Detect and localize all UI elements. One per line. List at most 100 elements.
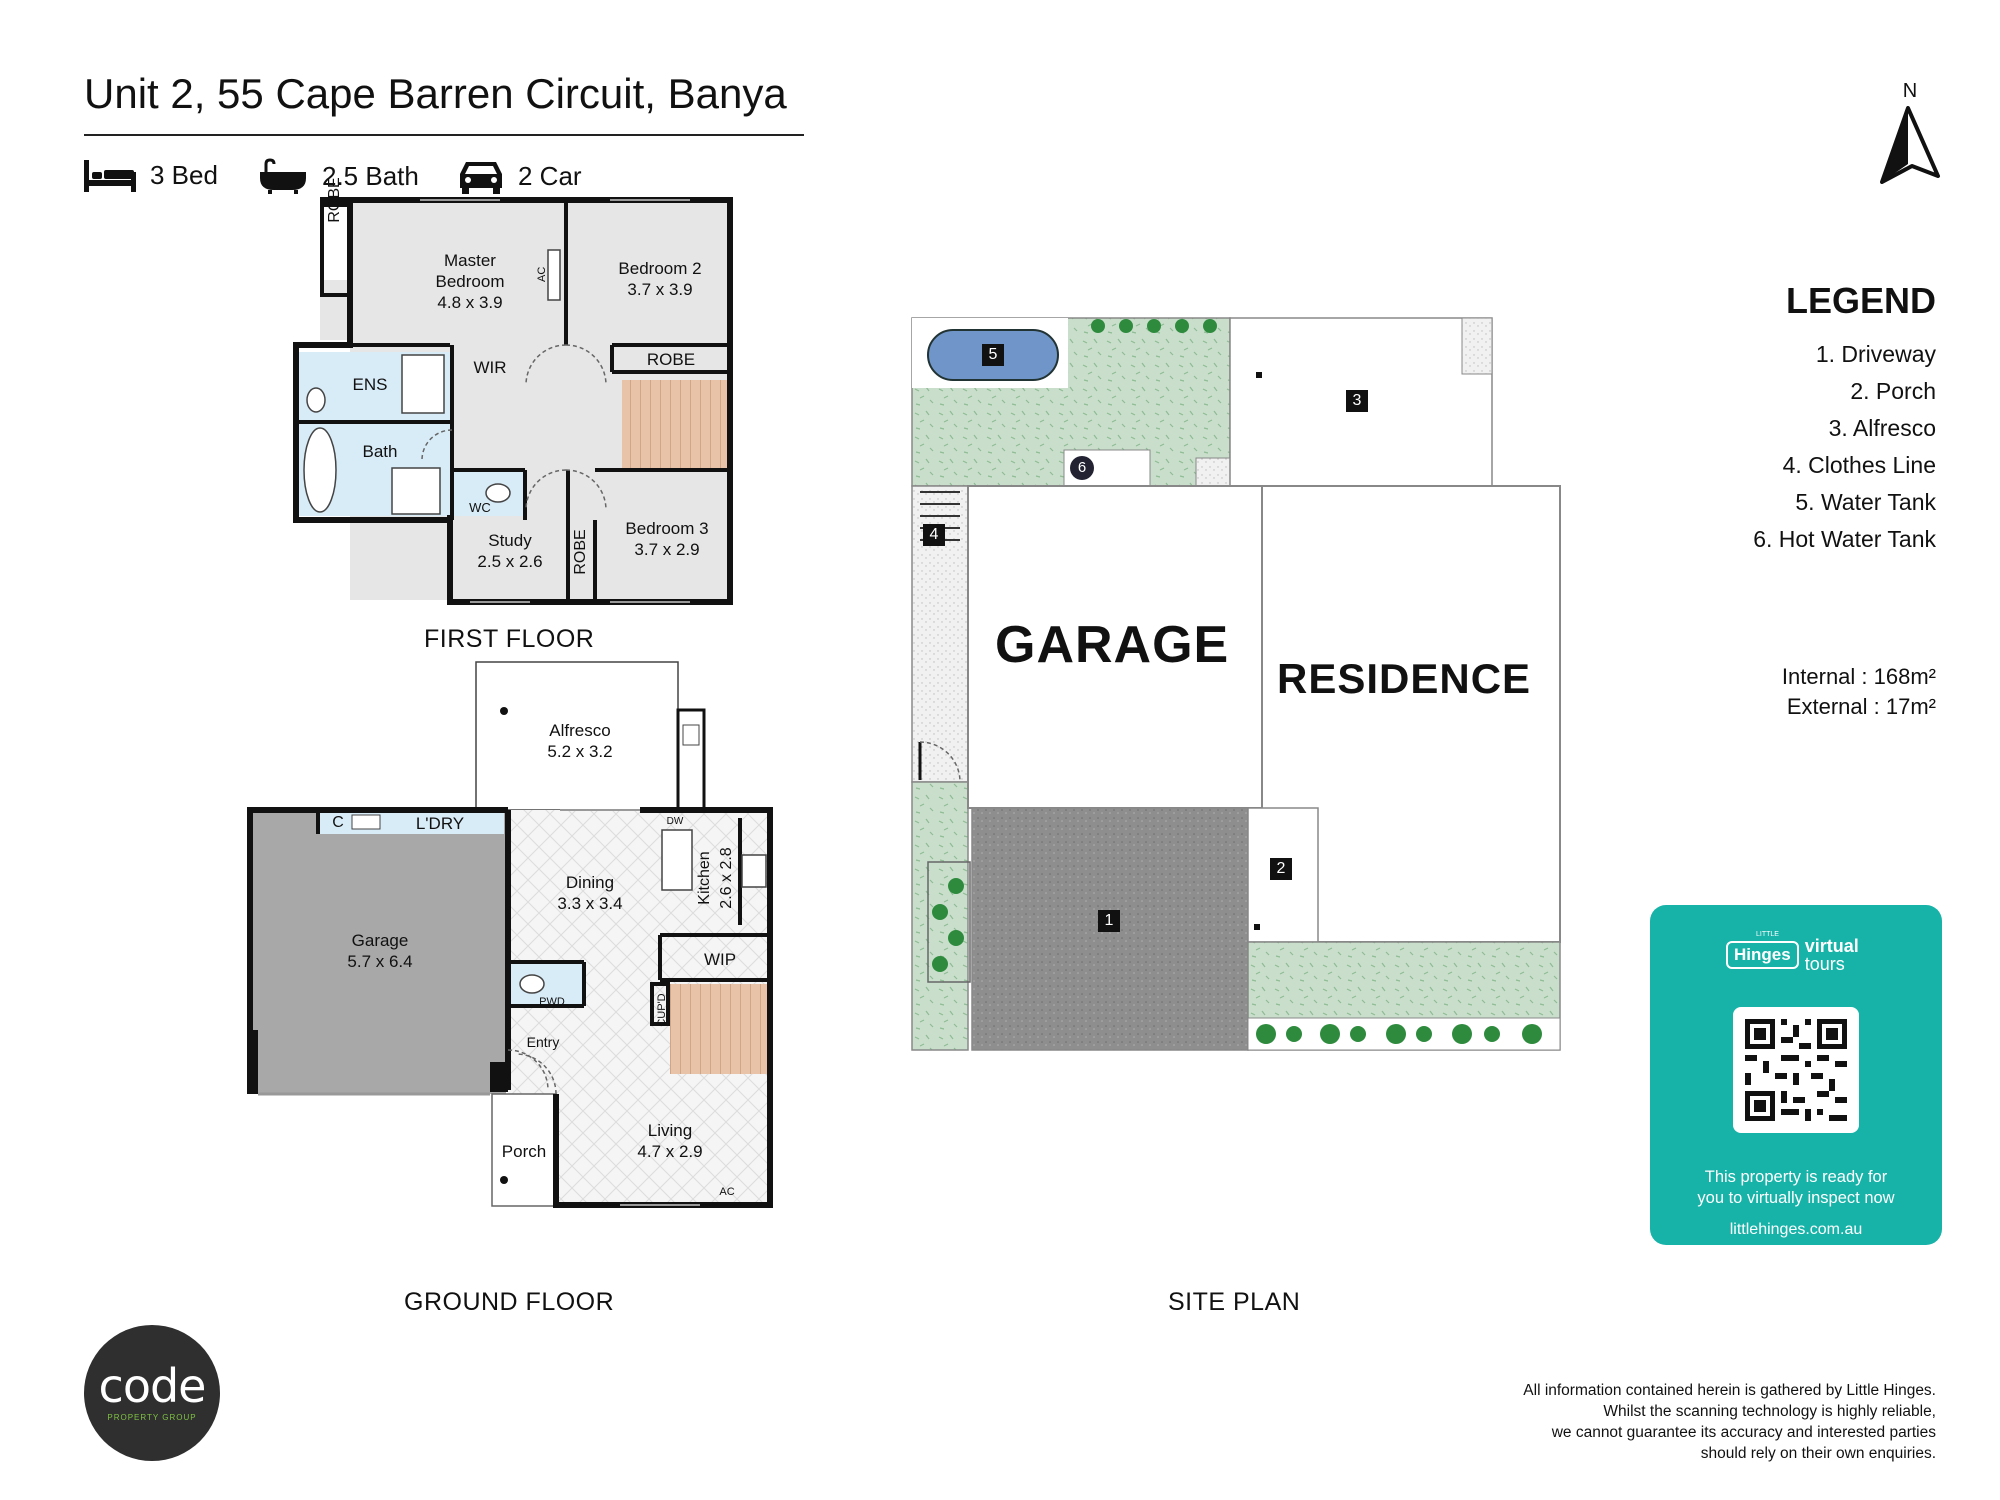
cupboard-label: C xyxy=(332,814,344,831)
title-divider xyxy=(84,134,804,136)
marker-alfresco: 3 xyxy=(1346,390,1368,412)
toilet-icon xyxy=(306,387,326,413)
wip-label: WIP xyxy=(703,950,737,969)
bed-icon xyxy=(84,160,136,192)
room-dims: 5.7 x 6.4 xyxy=(347,952,413,971)
legend-item: 2. Porch xyxy=(1850,378,1936,404)
porch-label: Porch xyxy=(501,1142,547,1161)
dining-label: Dining 3.3 x 3.4 xyxy=(530,872,650,914)
feature-baths-label: 2.5 Bath xyxy=(322,160,419,191)
bedroom-2-label: Bedroom 2 3.7 x 3.9 xyxy=(600,258,720,300)
room-dims: 3.7 x 3.9 xyxy=(627,280,693,299)
legend-list: 1. Driveway 2. Porch 3. Alfresco 4. Clot… xyxy=(1753,336,1936,558)
room-name: Dining xyxy=(565,873,615,892)
feature-baths: 2.5 Bath xyxy=(258,158,419,194)
hot-water-tank-icon xyxy=(1070,456,1094,480)
ac-unit-icon xyxy=(547,249,561,301)
legend-item: 3. Alfresco xyxy=(1828,415,1936,441)
disclaimer-line: Whilst the scanning technology is highly… xyxy=(1603,1403,1936,1420)
robe-text: ROBE xyxy=(326,177,343,223)
gf-stairs xyxy=(670,984,770,1074)
feature-cars-label: 2 Car xyxy=(518,160,582,191)
pwd-label: PWD xyxy=(539,996,565,1008)
agency-sub: PROPERTY GROUP xyxy=(107,1413,197,1422)
room-name: Alfresco xyxy=(549,721,611,740)
external-area: External : 17m² xyxy=(1786,694,1936,719)
toilet-icon xyxy=(485,483,511,503)
laundry-label: L'DRY xyxy=(415,814,465,833)
brand-name: Hinges xyxy=(1726,941,1799,969)
marker-hot-water-tank: 6 xyxy=(1077,459,1087,476)
shower-icon xyxy=(391,467,441,515)
room-dims: 3.7 x 2.9 xyxy=(634,540,700,559)
ac-label: AC xyxy=(719,1186,735,1198)
toilet-icon xyxy=(519,974,545,994)
disclaimer-line: we cannot guarantee its accuracy and int… xyxy=(1551,1424,1936,1441)
living-label: Living 4.7 x 2.9 xyxy=(610,1120,730,1162)
bath-label: Bath xyxy=(362,442,398,461)
internal-area: Internal : 168m² xyxy=(1781,664,1936,689)
robe-label: ROBE xyxy=(326,165,344,235)
feature-beds-label: 3 Bed xyxy=(150,159,218,190)
room-name: Bedroom xyxy=(435,272,505,291)
room-name: Garage xyxy=(351,931,409,950)
robe-label: ROBE xyxy=(646,350,696,369)
legend-item: 4. Clothes Line xyxy=(1782,452,1936,478)
wc-label: WC xyxy=(469,500,491,515)
bath-icon xyxy=(260,158,306,194)
bbq-icon xyxy=(682,724,700,746)
wir-label: WIR xyxy=(473,358,507,377)
disclaimer: All information contained herein is gath… xyxy=(1416,1380,1936,1464)
car-icon xyxy=(460,162,502,194)
porch-area xyxy=(491,1093,557,1207)
north-arrow-icon xyxy=(1880,106,1940,184)
robe-label: ROBE xyxy=(572,522,590,582)
legend-item: 5. Water Tank xyxy=(1795,489,1936,515)
room-dims: 4.8 x 3.9 xyxy=(437,293,503,312)
site-garage-label: GARAGE xyxy=(995,616,1230,674)
ground-floor-caption: GROUND FLOOR xyxy=(404,1288,615,1316)
feature-beds: 3 Bed xyxy=(84,158,218,192)
virtual-tour-url[interactable]: littlehinges.com.au xyxy=(1729,1221,1863,1238)
first-floor-caption: FIRST FLOOR xyxy=(424,625,595,653)
agency-logo: code PROPERTY GROUP xyxy=(84,1325,220,1461)
bedroom-3-label: Bedroom 3 3.7 x 2.9 xyxy=(612,518,722,560)
cooktop-icon xyxy=(741,854,767,888)
room-dims: 3.3 x 3.4 xyxy=(557,894,623,913)
qr-code[interactable] xyxy=(1733,1007,1859,1133)
feature-cars: 2 Car xyxy=(458,158,582,194)
garage-label: Garage 5.7 x 6.4 xyxy=(320,930,440,972)
alfresco-label: Alfresco 5.2 x 3.2 xyxy=(520,720,640,762)
ground-floor-plan xyxy=(247,661,773,1208)
hedge-top xyxy=(1091,319,1217,333)
brand-virtual: virtual xyxy=(1804,936,1859,956)
marker-water-tank: 5 xyxy=(982,344,1004,366)
kitchen-label: Kitchen xyxy=(696,851,713,905)
legend-item: 6. Hot Water Tank xyxy=(1753,526,1936,552)
brand-small: LITTLE xyxy=(1756,931,1779,938)
virtual-tour-line1: This property is ready for xyxy=(1704,1168,1888,1186)
compass-label: N xyxy=(1902,80,1918,102)
legend-title: LEGEND xyxy=(1785,280,1936,321)
shower-icon xyxy=(401,354,445,414)
ff-stairs xyxy=(622,380,730,470)
room-name: Bedroom 3 xyxy=(625,519,709,538)
site-garage xyxy=(967,485,1263,809)
study-label: Study 2.5 x 2.6 xyxy=(460,530,560,572)
room-name: Living xyxy=(647,1121,693,1140)
front-hedge xyxy=(1256,1024,1542,1044)
legend-item: 1. Driveway xyxy=(1815,341,1936,367)
little-hinges-logo: LITTLE Hinges virtual tours xyxy=(1726,931,1859,973)
room-dims: 5.2 x 3.2 xyxy=(547,742,613,761)
virtual-tour-card[interactable]: LITTLE Hinges virtual tours This xyxy=(1650,905,1942,1245)
room-dims: 4.7 x 2.9 xyxy=(637,1142,703,1161)
agency-name: code xyxy=(98,1359,207,1413)
room-name: Study xyxy=(488,531,532,550)
bathtub-icon xyxy=(303,427,337,513)
robe-text: ROBE xyxy=(572,529,589,575)
room-name: Master xyxy=(444,251,496,270)
room-dims: 2.5 x 2.6 xyxy=(477,552,543,571)
garage-floor xyxy=(250,810,506,1094)
laundry-tub-icon xyxy=(351,814,381,830)
page-title: Unit 2, 55 Cape Barren Circuit, Banya xyxy=(84,70,787,117)
